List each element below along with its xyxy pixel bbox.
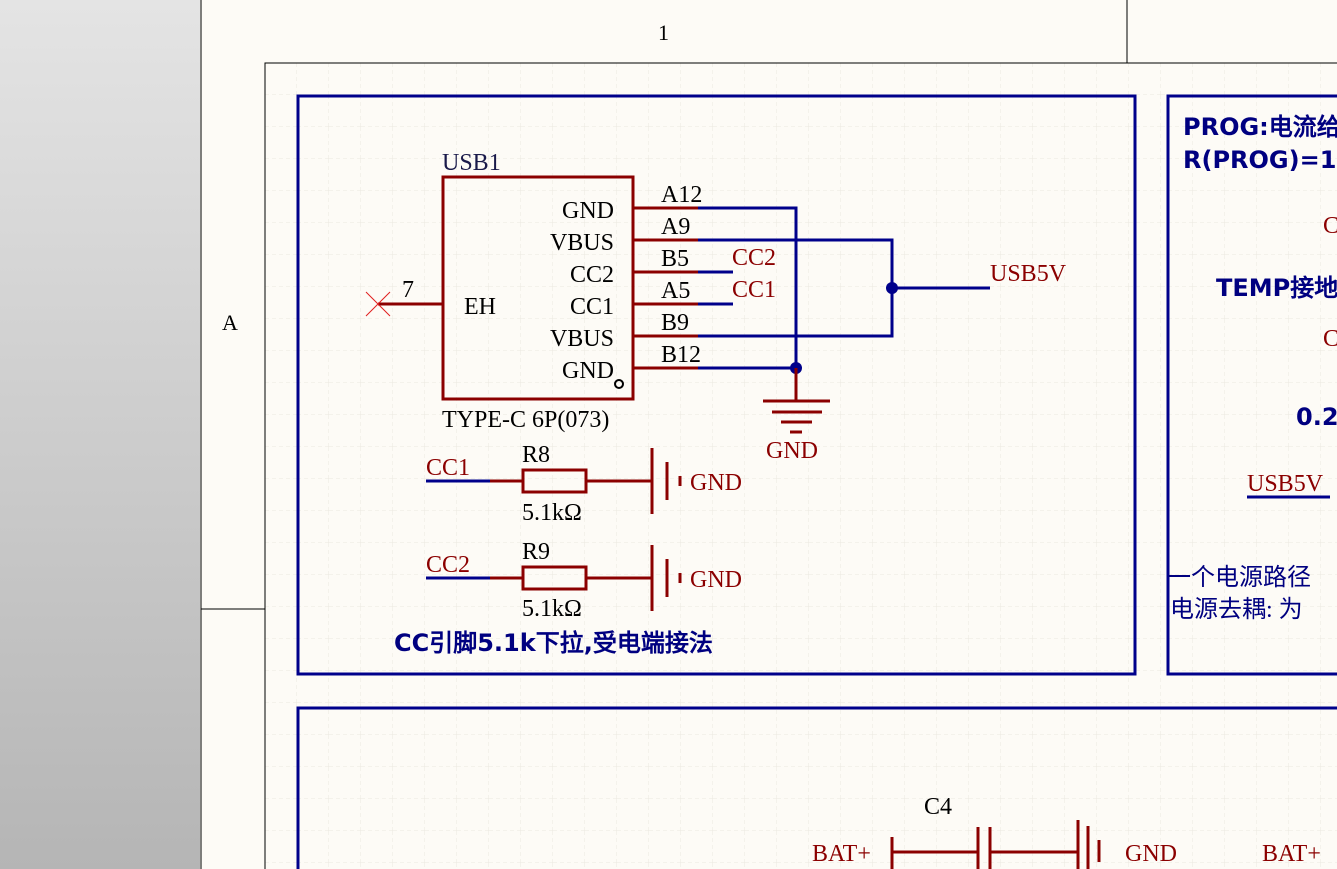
battery-section-frame (296, 706, 1337, 869)
capacitor-c4[interactable]: C4 BAT+ GND BAT+ (812, 794, 1321, 869)
pin-number: A5 (661, 278, 690, 304)
pin-name: VBUS (550, 326, 614, 352)
gnd-power-port[interactable]: GND (763, 368, 830, 464)
prog-note: PROG:电流给 (1183, 113, 1337, 141)
net-label-cc2: CC2 (426, 552, 470, 578)
pin-name: CC2 (570, 262, 614, 288)
rprog-note: R(PROG)=12 (1183, 146, 1337, 174)
part-label: C (1323, 213, 1337, 239)
value: 5.1kΩ (522, 596, 582, 622)
cc-note: CC引脚5.1k下拉,受电端接法 (394, 629, 713, 657)
charger-section: PROG:电流给 R(PROG)=12 C TEMP接地 C 0.2 USB5V… (1167, 113, 1337, 623)
gnd-label: GND (766, 438, 818, 464)
designator: C4 (924, 794, 952, 820)
net-label-usb5v: USB5V (1247, 471, 1324, 497)
net-label-cc1: CC1 (732, 277, 776, 303)
pin-eh-label: EH (464, 294, 496, 320)
column-label: 1 (658, 20, 669, 45)
pin-name: CC1 (570, 294, 614, 320)
part-label: C (1323, 326, 1337, 352)
gnd-label: GND (690, 567, 742, 593)
value: 5.1kΩ (522, 500, 582, 526)
pin-name: GND (562, 198, 614, 224)
power-path-note: 一个电源路径 (1167, 564, 1311, 591)
pin-number: A9 (661, 214, 690, 240)
pin-number: B5 (661, 246, 689, 272)
temp-note: TEMP接地 (1216, 274, 1337, 302)
net-label-bat: BAT+ (812, 841, 871, 867)
net-label-usb5v: USB5V (990, 261, 1067, 287)
row-label: A (222, 310, 238, 335)
usb-comment: TYPE-C 6P(073) (442, 407, 609, 433)
designator: R8 (522, 442, 550, 468)
pin-name: GND (562, 358, 614, 384)
net-label-bat: BAT+ (1262, 841, 1321, 867)
pin-number: B9 (661, 310, 689, 336)
no-connect-icon (365, 291, 391, 317)
designator: R9 (522, 539, 550, 565)
net-label-cc2: CC2 (732, 245, 776, 271)
net-label-cc1: CC1 (426, 455, 470, 481)
decoupling-note: 电源去耦: 为 (1170, 596, 1303, 623)
usb-designator: USB1 (442, 150, 501, 176)
usb-connector[interactable]: USB1 EH 7 GND VBUS CC2 CC1 VBUS GND A12 … (365, 150, 702, 433)
value-note: 0.2 (1296, 403, 1337, 431)
pin-number-7: 7 (402, 277, 414, 303)
usb-section-frame (296, 94, 1137, 676)
junction (886, 282, 898, 294)
gnd-label: GND (690, 470, 742, 496)
pin-name: VBUS (550, 230, 614, 256)
resistor-r9[interactable]: CC2 R9 5.1kΩ GND (426, 539, 742, 622)
pin-number: A12 (661, 182, 702, 208)
gnd-label: GND (1125, 841, 1177, 867)
left-panel (0, 0, 200, 869)
resistor-r8[interactable]: CC1 R8 5.1kΩ GND (426, 442, 742, 526)
pin-number: B12 (661, 342, 701, 368)
charger-section-frame (1166, 94, 1337, 676)
